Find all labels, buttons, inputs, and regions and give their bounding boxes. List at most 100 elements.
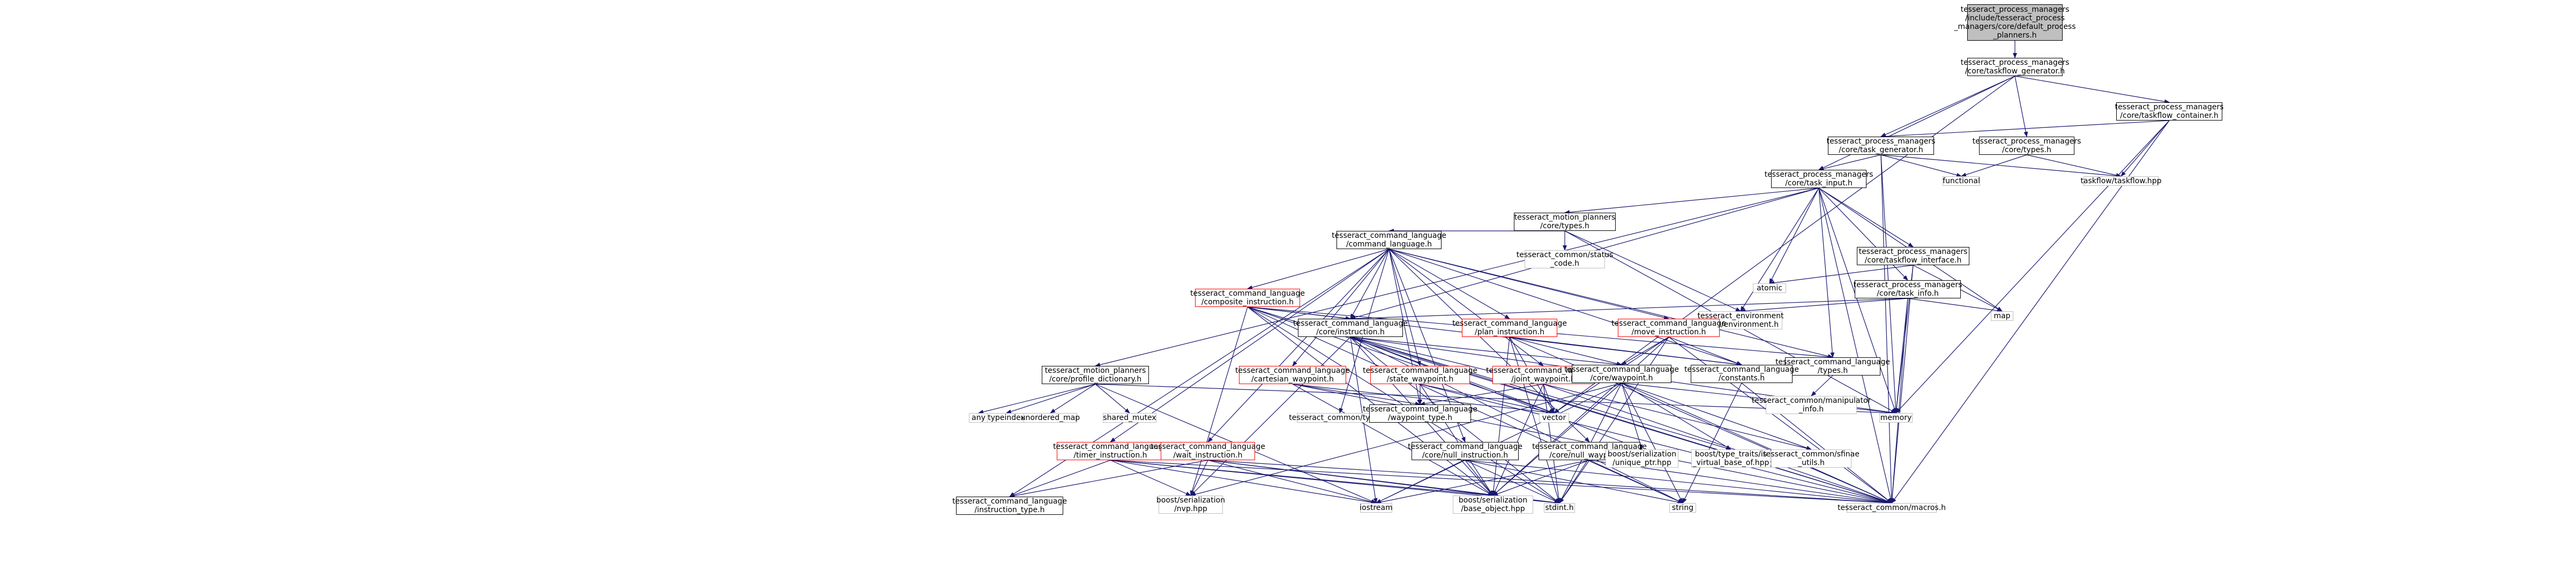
node-label-line: _info.h <box>1798 405 1824 414</box>
node-instr[interactable]: tesseract_command_language/core/instruct… <box>1293 319 1408 337</box>
node-atomic[interactable]: atomic <box>1753 283 1786 293</box>
node-label-line: tesseract_command_language <box>1053 442 1168 451</box>
node-types_pm[interactable]: tesseract_process_managers/core/types.h <box>1973 137 2081 155</box>
node-tg[interactable]: tesseract_process_managers/core/taskflow… <box>1961 58 2069 76</box>
node-wait[interactable]: tesseract_command_language/wait_instruct… <box>1151 442 1265 460</box>
node-vector[interactable]: vector <box>1539 413 1569 423</box>
node-label-line: tesseract_process_managers <box>1826 137 1936 146</box>
node-taskflow[interactable]: taskflow/taskflow.hpp <box>2080 176 2162 186</box>
edge-wait-to-itype <box>1009 460 1208 498</box>
node-tgen[interactable]: tesseract_process_managers/core/task_gen… <box>1826 137 1936 155</box>
node-cart[interactable]: tesseract_command_language/cartesian_way… <box>1235 366 1350 384</box>
node-ctypes[interactable]: tesseract_common/types.h <box>1289 413 1391 423</box>
node-label-line: tesseract_command_language <box>1775 358 1890 366</box>
edge-types_pm-to-taskflow <box>2026 154 2122 177</box>
node-label-line: tesseract_command_language <box>1151 442 1265 451</box>
node-status[interactable]: tesseract_common/status_code.h <box>1517 250 1613 268</box>
edge-tgen-to-macros <box>1880 154 1894 504</box>
node-mp_types[interactable]: tesseract_motion_planners/core/types.h <box>1514 213 1616 231</box>
node-root[interactable]: tesseract_process_managers/include/tesse… <box>1954 4 2076 41</box>
edge-plan-to-stdint <box>1509 336 1560 504</box>
node-iostream[interactable]: iostream <box>1360 503 1393 513</box>
node-manip[interactable]: tesseract_common/manipulator_info.h <box>1752 396 1871 414</box>
node-umap[interactable]: unordered_map <box>1020 413 1080 423</box>
node-label-line: /command_language.h <box>1346 240 1432 249</box>
node-wtype[interactable]: tesseract_command_language/waypoint_type… <box>1363 404 1477 423</box>
node-waypoint[interactable]: tesseract_command_language/core/waypoint… <box>1564 365 1679 383</box>
edge-nullwp-to-string <box>1589 460 1683 504</box>
edge-cl-to-cart <box>1292 249 1390 366</box>
edge-tgen-to-taskflow <box>1880 154 2122 178</box>
node-typeindex[interactable]: typeindex <box>987 413 1026 423</box>
node-memory[interactable]: memory <box>1879 413 1913 423</box>
node-label-line: /core/waypoint.h <box>1590 374 1653 382</box>
node-tfi[interactable]: tesseract_process_managers/core/taskflow… <box>1857 247 1969 265</box>
edge-cl-to-state <box>1388 249 1421 366</box>
node-stdint[interactable]: stdint.h <box>1544 503 1575 513</box>
node-bobj[interactable]: boost/serialization/base_object.hpp <box>1453 496 1533 514</box>
node-nullinstr[interactable]: tesseract_command_language/core/null_ins… <box>1408 442 1522 460</box>
node-label-line: tesseract_common/sfinae <box>1763 450 1860 459</box>
node-label-line: tesseract_command_language <box>1293 319 1408 328</box>
node-constants[interactable]: tesseract_command_language/constants.h <box>1684 365 1799 383</box>
edge-cl-to-ci <box>1247 249 1390 290</box>
node-pd[interactable]: tesseract_motion_planners/core/profile_d… <box>1042 366 1149 384</box>
node-label-line: /state_waypoint.h <box>1386 375 1454 384</box>
node-state[interactable]: tesseract_command_language/state_waypoin… <box>1363 366 1477 384</box>
node-label-line: /core/taskflow_generator.h <box>1965 67 2065 76</box>
node-label-line: boost/serialization <box>1156 496 1226 505</box>
node-ci[interactable]: tesseract_command_language/composite_ins… <box>1190 289 1305 307</box>
node-plan[interactable]: tesseract_command_language/plan_instruct… <box>1452 319 1567 337</box>
node-move[interactable]: tesseract_command_language/move_instruct… <box>1611 319 1726 337</box>
node-label-line: tesseract_process_managers <box>1764 170 1873 179</box>
node-label-line: tesseract_command_language <box>1363 366 1477 375</box>
node-label-line: tesseract_motion_planners <box>1044 366 1146 375</box>
node-tinfo[interactable]: tesseract_process_managers/core/task_inf… <box>1854 280 1962 298</box>
edge-cl-to-wait <box>1207 249 1390 442</box>
node-timer[interactable]: tesseract_command_language/timer_instruc… <box>1053 442 1168 460</box>
edge-timer-to-iostream <box>1110 460 1377 505</box>
node-nvp[interactable]: boost/serialization/nvp.hpp <box>1156 496 1226 514</box>
node-label-line: _virtual_base_of.hpp <box>1692 459 1769 467</box>
node-sfinae[interactable]: tesseract_common/sfinae_utils.h <box>1763 449 1860 468</box>
node-label-line: boost/serialization <box>1607 450 1677 459</box>
node-tc[interactable]: tesseract_process_managers/core/taskflow… <box>2115 102 2223 121</box>
edge-tg-to-tgen <box>1880 76 2015 137</box>
edge-move-to-bobj <box>1492 336 1669 496</box>
node-label-line: /composite_instruction.h <box>1201 298 1294 306</box>
edge-waypoint-to-vbase <box>1621 382 1731 450</box>
node-cl_types[interactable]: tesseract_command_language/types.h <box>1775 357 1890 376</box>
edge-nullwp-to-iostream <box>1376 460 1590 505</box>
node-smutex[interactable]: shared_mutex <box>1103 413 1156 423</box>
edge-pd-to-umap <box>1050 384 1096 414</box>
node-label-line: boost/serialization <box>1458 496 1528 505</box>
node-label-line: /core/environment.h <box>1702 320 1779 329</box>
node-vbase[interactable]: boost/type_traits/is_virtual_base_of.hpp <box>1691 449 1771 468</box>
node-macros[interactable]: tesseract_common/macros.h <box>1838 503 1946 513</box>
node-any[interactable]: any <box>969 413 988 423</box>
node-itype[interactable]: tesseract_command_language/instruction_t… <box>952 497 1067 515</box>
node-label-line: tesseract_process_managers <box>1858 248 1968 256</box>
edge-tg-to-types_pm <box>2014 76 2028 137</box>
edge-ci-to-bobj <box>1247 306 1494 496</box>
edge-waypoint-to-sfinae <box>1621 382 1812 450</box>
node-map[interactable]: map <box>1991 311 2013 321</box>
node-label-line: tesseract_process_managers <box>1972 137 2081 146</box>
edge-tinfo-to-macros <box>1890 298 1908 504</box>
edge-tfi-to-macros <box>1890 265 1914 504</box>
node-functional[interactable]: functional <box>1943 176 1980 186</box>
node-uptr[interactable]: boost/serialization/unique_ptr.hpp <box>1606 449 1678 468</box>
edge-wait-to-nvp <box>1190 460 1208 496</box>
edge-joint-to-macros <box>1543 384 1892 504</box>
node-string[interactable]: string <box>1669 503 1696 513</box>
node-ti[interactable]: tesseract_process_managers/core/task_inp… <box>1765 170 1873 188</box>
node-label-line: unordered_map <box>1020 414 1080 422</box>
edge-wait-to-iostream <box>1207 460 1377 504</box>
node-label-line: /core/task_info.h <box>1877 289 1939 298</box>
node-label-line: /waypoint_type.h <box>1387 414 1453 422</box>
node-cl[interactable]: tesseract_command_language/command_langu… <box>1332 231 1446 249</box>
edge-ti-to-pd <box>1095 188 1819 367</box>
node-label-line: stdint.h <box>1545 504 1574 512</box>
node-label-line: /core/profile_dictionary.h <box>1049 375 1142 384</box>
node-label-line: tesseract_common/status <box>1516 251 1614 259</box>
